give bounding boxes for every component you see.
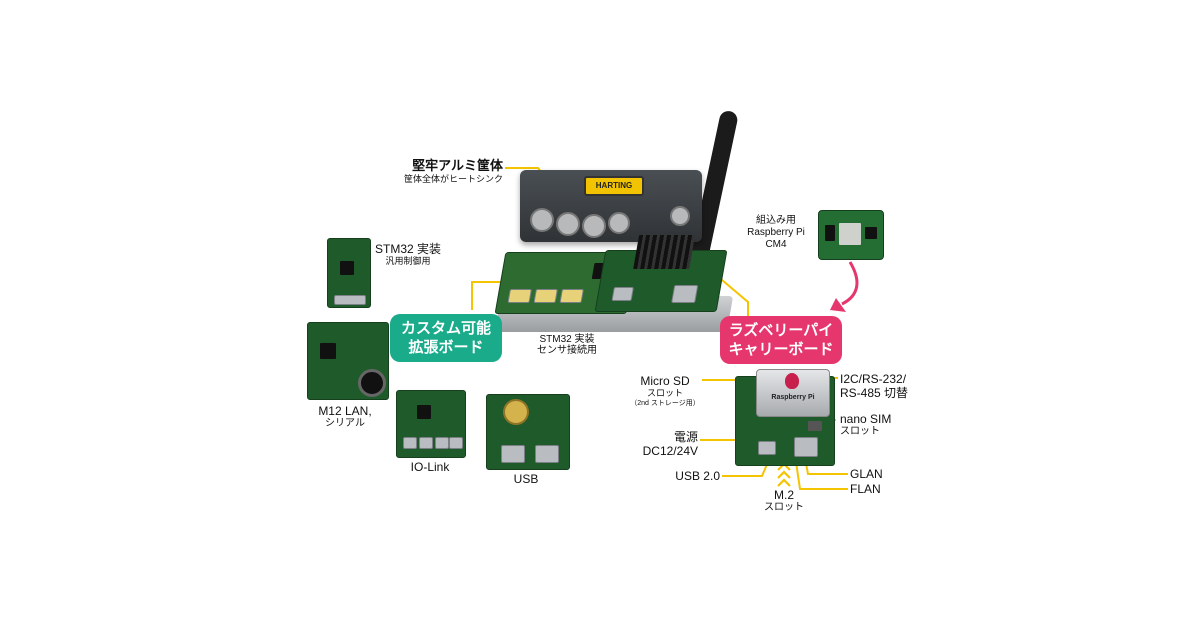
- usb-port: [611, 287, 634, 301]
- label-nanosim: nano SIM スロット: [840, 412, 892, 437]
- ethernet-port: [671, 285, 699, 303]
- usb-port: [501, 445, 525, 463]
- pin-header: [334, 295, 366, 305]
- label-i2c: I2C/RS-232/ RS-485 切替: [840, 372, 909, 400]
- rpi-shield: Raspberry Pi: [756, 369, 830, 417]
- iolink-port: [403, 437, 417, 449]
- stm32-general-board: [327, 238, 371, 308]
- sim-slot: [808, 421, 822, 431]
- label-m12: M12 LAN, シリアル: [318, 404, 372, 429]
- iolink-board: [396, 390, 466, 458]
- label-flan: FLAN: [850, 482, 881, 496]
- ethernet-port: [794, 437, 818, 457]
- harting-logo: HARTING: [584, 176, 644, 196]
- badge-raspberry-pi-carrier-board: ラズベリーパイ キャリーボード: [720, 316, 842, 364]
- heatsink: [633, 235, 696, 269]
- terminal-block: [559, 289, 584, 303]
- label-microsd: Micro SD スロット （2nd ストレージ用）: [630, 374, 700, 407]
- label-usb: USB: [513, 472, 539, 486]
- terminal-block: [507, 289, 532, 303]
- lan-chip: [320, 343, 336, 359]
- leader-usb20: [722, 461, 769, 477]
- m12-port: [670, 206, 690, 226]
- label-m2-slot: M.2 スロット: [764, 488, 804, 513]
- cm4-arrowhead: [830, 298, 846, 312]
- label-glan: GLAN: [850, 467, 883, 481]
- label-enclosure: 堅牢アルミ筐体 筐体全体がヒートシンク: [403, 158, 503, 184]
- carrier-board-main: [594, 235, 728, 312]
- cm4-module: [818, 210, 884, 260]
- stm32-chip: [340, 261, 354, 275]
- badge-custom-expansion-board: カスタム可能 拡張ボード: [390, 314, 502, 362]
- cm4-chip: [825, 225, 835, 241]
- m12-lan-serial-board: [307, 322, 389, 400]
- carrier-board-detail: Raspberry Pi: [735, 369, 835, 466]
- raspberry-logo-icon: [785, 373, 799, 389]
- m12-port: [608, 212, 630, 234]
- cm4-chip: [865, 227, 877, 239]
- coin-cell: [503, 399, 529, 425]
- cm4-soc: [839, 223, 861, 245]
- label-iolink: IO-Link: [410, 460, 450, 474]
- usb-port: [758, 441, 776, 455]
- iolink-port: [419, 437, 433, 449]
- m12-connector: [358, 369, 386, 397]
- iolink-port: [435, 437, 449, 449]
- m12-port: [582, 214, 606, 238]
- m12-port: [530, 208, 554, 232]
- aluminum-enclosure: HARTING: [520, 170, 702, 242]
- usb-port: [535, 445, 559, 463]
- label-usb20: USB 2.0: [675, 469, 720, 483]
- label-cm4: 組込み用 Raspberry Pi CM4: [747, 215, 805, 250]
- usb-board: [486, 394, 570, 470]
- m12-port: [556, 212, 580, 236]
- m2-slot-arrow: [777, 462, 791, 487]
- terminal-block: [533, 289, 558, 303]
- rpi-shield-text: Raspberry Pi: [771, 394, 815, 401]
- label-stm32-sensor: STM32 実装 センサ接続用: [537, 334, 597, 356]
- iolink-port: [449, 437, 463, 449]
- cm4-arrow: [841, 261, 859, 306]
- label-power: 電源 DC12/24V: [642, 430, 698, 458]
- iolink-chip: [417, 405, 431, 419]
- label-stm32-general: STM32 実装 汎用制御用: [374, 242, 441, 266]
- leader-flan: [795, 461, 848, 490]
